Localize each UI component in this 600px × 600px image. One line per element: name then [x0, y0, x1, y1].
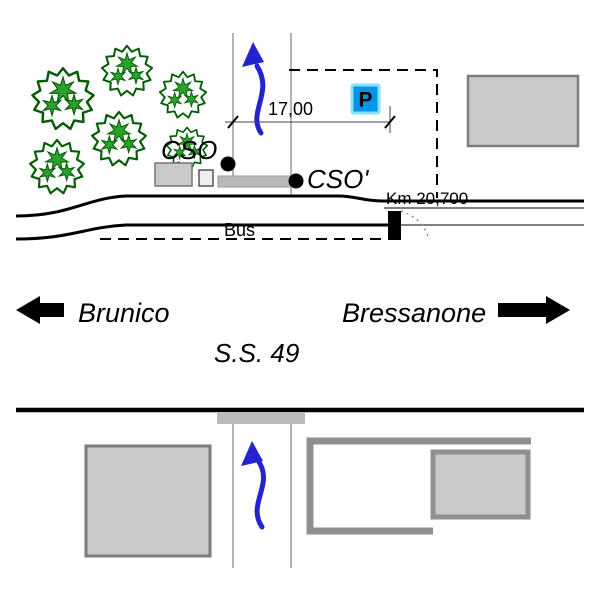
tree-icon — [29, 138, 85, 195]
dimension-label: 17,00 — [268, 99, 313, 119]
road-name-label: S.S. 49 — [214, 338, 299, 368]
dimension-line: 17,00 — [225, 99, 396, 133]
building-bottom-left — [84, 444, 212, 558]
parking-sign-plate — [350, 83, 381, 115]
kiosk-building — [198, 169, 214, 187]
road-lower-edge — [15, 223, 388, 241]
parking-sign-label: P — [358, 89, 372, 112]
up-arrow-head — [241, 441, 263, 466]
building-bottom-right — [430, 449, 531, 520]
road-upper-edge — [15, 194, 584, 218]
tree-icon — [100, 44, 154, 97]
lower-crossing-platform — [217, 413, 305, 424]
tree-icon — [91, 110, 147, 167]
up-arrow-head — [242, 42, 264, 67]
tree-icon — [31, 66, 95, 131]
parking-sign-icon: P — [350, 83, 381, 115]
up-arrow-shaft — [254, 456, 266, 530]
km-marker — [388, 211, 401, 240]
up-arrow-shaft — [254, 63, 266, 136]
bus-platform — [217, 175, 293, 188]
up-arrow-icon — [241, 441, 266, 530]
destination-left-label: Brunico — [78, 298, 170, 328]
cso-label: CSO — [161, 135, 217, 165]
cso-point — [220, 156, 236, 172]
dimension-tick-right — [384, 115, 396, 129]
left-arrow-icon — [16, 296, 64, 324]
boundary-dashed-line — [289, 69, 438, 198]
tree-icon — [158, 70, 208, 119]
shelter-building — [154, 162, 193, 187]
courtyard-structure — [306, 437, 531, 535]
bus-label: Bus — [224, 220, 255, 240]
km-label: Km 20,700 — [386, 189, 468, 208]
right-arrow-icon — [498, 296, 570, 324]
destination-right-label: Bressanone — [342, 298, 486, 328]
building-top-right — [466, 74, 580, 148]
cso-prime-point — [288, 173, 304, 189]
cso-prime-label: CSO' — [307, 164, 369, 194]
dimension-tick-left — [227, 115, 239, 129]
up-arrow-icon — [242, 42, 266, 136]
